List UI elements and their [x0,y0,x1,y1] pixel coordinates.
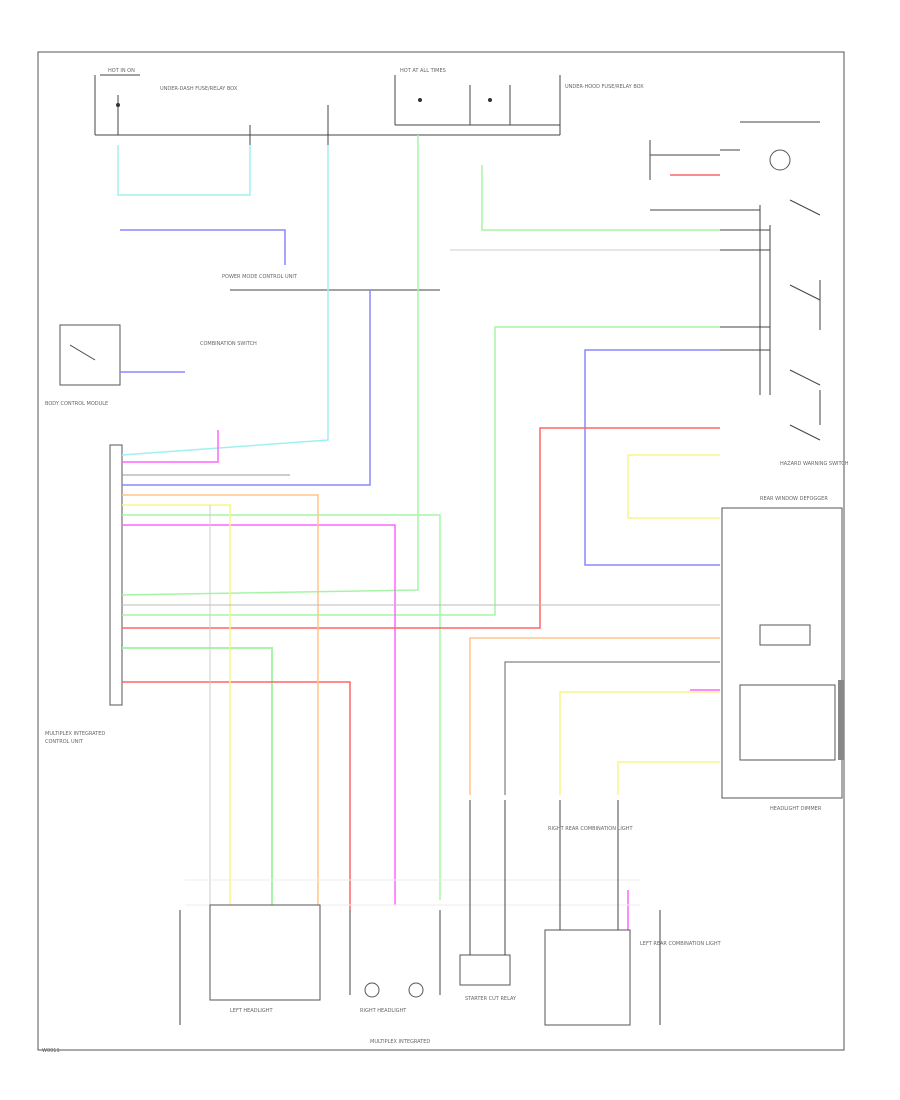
wire-red-1 [122,427,720,629]
top-mid-fuse-label: HOT AT ALL TIMES [400,68,446,74]
right-module: REAR WINDOW DEFOGGER HEADLIGHT DIMMER [721,496,844,812]
bcm-module: BODY CONTROL MODULE MULTIPLEX INTEGRATED… [45,401,123,745]
left-rear-label: LEFT REAR COMBINATION LIGHT [640,941,722,947]
wire-dark-1 [504,661,720,795]
engine-room-box-label: UNDER-HOOD FUSE/RELAY BOX [565,84,644,90]
wire-green-3 [122,326,720,616]
footer-code: W0011 [42,1048,60,1054]
wire-yellow-4 [617,761,720,795]
caption-multiplex-2: CONTROL UNIT [45,739,84,745]
wire-green-1 [121,135,419,596]
combination-switch: COMBINATION SWITCH [59,324,257,386]
wire-yellow-1 [627,454,720,519]
hazard-switch-label: HAZARD WARNING SWITCH [780,461,849,467]
wire-light-blue-1 [117,145,251,196]
caption-multiplex-1: MULTIPLEX INTEGRATED [45,731,105,737]
starter-cut-relay-label: STARTER CUT RELAY [465,996,517,1002]
dimmer-label: HEADLIGHT DIMMER [770,806,822,812]
wire-yellow-2 [122,504,231,905]
top-fuse-block: HOT IN ON HOT AT ALL TIMES UNDER-DASH FU… [94,68,644,145]
right-rear-label: RIGHT REAR COMBINATION LIGHT [548,826,633,832]
wire-orange-2 [469,637,720,795]
left-headlight-label: LEFT HEADLIGHT [230,1008,273,1014]
right-headlight-label: RIGHT HEADLIGHT [360,1008,407,1014]
wire-pink-2 [122,524,396,905]
wire-green-4 [122,514,441,900]
wire-green-2 [481,165,720,231]
wire-red-2 [122,681,351,910]
rear-defogger-label: REAR WINDOW DEFOGGER [760,496,828,502]
wire-blue-4 [584,349,720,566]
wire-light-blue-2 [121,145,329,456]
wire-blue-3 [122,290,371,486]
power-mode-label: POWER MODE CONTROL UNIT [222,274,298,280]
combination-switch-label: COMBINATION SWITCH [200,341,257,347]
wire-pink-1 [122,430,219,463]
wire-yellow-3 [559,691,720,795]
top-left-fuse-label: HOT IN ON [108,68,135,74]
wire-green-5 [122,647,273,905]
bottom-caption: MULTIPLEX INTEGRATED [370,1039,430,1045]
bcm-label: BODY CONTROL MODULE [45,401,108,407]
right-switch-cluster: HAZARD WARNING SWITCH [649,121,849,467]
bottom-components: LEFT HEADLIGHT RIGHT HEADLIGHT STARTER C… [179,800,722,1026]
wire-blue-1 [120,229,286,265]
wire-orange-1 [122,494,319,905]
diagram-border [37,51,845,1051]
junction-box-label: UNDER-DASH FUSE/RELAY BOX [160,86,238,92]
